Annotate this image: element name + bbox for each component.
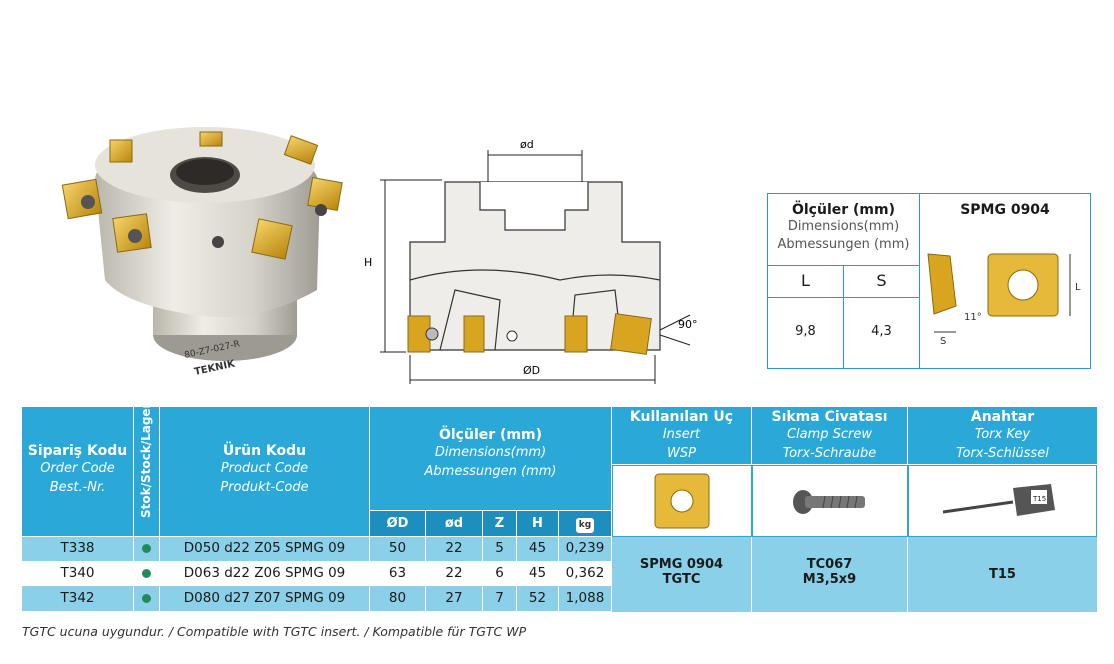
header-stock: Stok/Stock/Lager — [134, 403, 160, 537]
h-order: Sipariş Kodu — [27, 443, 128, 459]
table-row-order: T342 — [22, 587, 134, 612]
technical-drawing: ød H ØD 90° — [364, 138, 698, 384]
screw-image-cell — [752, 465, 908, 537]
fig-S: S — [940, 336, 946, 347]
compatibility-note: TGTC ucuna uygundur. / Compatible with T… — [22, 624, 527, 639]
h-insert-en: Insert — [662, 427, 701, 442]
col-Z: Z — [483, 511, 517, 537]
header-dims: Ölçüler (mm) Dimensions(mm) Abmessungen … — [370, 407, 612, 511]
table-row-stock — [134, 587, 160, 612]
screw-icon — [793, 490, 865, 514]
screw-code: TC067 — [806, 557, 853, 572]
screw-size: M3,5x9 — [802, 572, 857, 587]
col-L: L — [768, 266, 844, 298]
stock-available-icon — [142, 543, 151, 553]
h-key: Anahtar — [970, 409, 1035, 425]
insert-dimensions-box: Ölçüler (mm) Dimensions(mm) Abmessungen … — [767, 193, 1091, 369]
dims-title: Ölçüler (mm) — [791, 202, 895, 218]
D-label: ØD — [523, 364, 540, 377]
h-dims-en: Dimensions(mm) — [434, 445, 547, 460]
table-row-stock — [134, 562, 160, 587]
insert-figure: L S 11° — [927, 253, 1081, 347]
screw-code-cell: TC067 M3,5x9 — [752, 537, 908, 613]
insert-code-cell: SPMG 0904 TGTC — [612, 537, 752, 613]
h-screw: Sıkma Civatası — [771, 409, 888, 425]
fig-L: L — [1075, 282, 1081, 293]
key-code-cell: T15 — [908, 537, 1097, 613]
weight-icon: kg — [575, 518, 595, 533]
brand-logo: TEKNIK — [193, 358, 237, 378]
table-row-D: 80 — [370, 587, 426, 612]
dims-sub-en: Dimensions(mm) — [787, 219, 900, 234]
col-S: S — [844, 266, 920, 298]
table-row-Z: 6 — [483, 562, 517, 587]
angle-label: 90° — [678, 318, 698, 331]
col-H: H — [517, 511, 559, 537]
table-row-kg: 0,239 — [559, 537, 612, 562]
h-dims-de: Abmessungen (mm) — [424, 464, 557, 479]
table-row-order: T338 — [22, 537, 134, 562]
h-order-en: Order Code — [40, 461, 115, 476]
dims-sub-de: Abmessungen (mm) — [777, 237, 910, 252]
stock-available-icon — [142, 593, 151, 603]
table-row-product: D080 d27 Z07 SPMG 09 — [160, 587, 370, 612]
table-row-Z: 7 — [483, 587, 517, 612]
table-row-product: D050 d22 Z05 SPMG 09 — [160, 537, 370, 562]
table-row-stock — [134, 537, 160, 562]
h-product: Ürün Kodu — [222, 443, 307, 459]
stock-available-icon — [142, 568, 151, 578]
table-row-H: 52 — [517, 587, 559, 612]
col-d: ød — [426, 511, 483, 537]
h-insert-de: WSP — [667, 446, 696, 461]
h-insert: Kullanılan Uç — [629, 409, 734, 425]
table-row-d: 22 — [426, 537, 483, 562]
d-label: ød — [520, 138, 534, 151]
table-row-H: 45 — [517, 537, 559, 562]
col-D: ØD — [370, 511, 426, 537]
h-screw-en: Clamp Screw — [786, 427, 873, 442]
h-order-de: Best.-Nr. — [49, 480, 106, 495]
table-row-product: D063 d22 Z06 SPMG 09 — [160, 562, 370, 587]
h-stock: Stok/Stock/Lager — [138, 402, 153, 518]
table-row-Z: 5 — [483, 537, 517, 562]
insert-name: SPMG 0904 — [960, 202, 1050, 218]
fig-angle: 11° — [964, 312, 982, 323]
H-label: H — [364, 256, 372, 269]
insert-grade: TGTC — [662, 572, 701, 587]
header-screw: Sıkma Civatası Clamp Screw Torx-Schraube — [752, 407, 908, 465]
table-row-kg: 1,088 — [559, 587, 612, 612]
header-order: Sipariş Kodu Order Code Best.-Nr. — [22, 407, 134, 537]
table-row-D: 50 — [370, 537, 426, 562]
h-product-de: Produkt-Code — [220, 480, 309, 495]
insert-code: SPMG 0904 — [639, 557, 724, 572]
key-image-cell: T15 — [908, 465, 1097, 537]
val-S: 4,3 — [844, 298, 920, 368]
table-row-D: 63 — [370, 562, 426, 587]
cutter-photo: 80-Z7-027-R TEKNIK — [61, 127, 343, 378]
val-L: 9,8 — [768, 298, 844, 368]
insert-image-cell — [612, 465, 752, 537]
h-dims: Ölçüler (mm) — [438, 427, 542, 443]
insert-icon — [654, 473, 710, 529]
table-row-kg: 0,362 — [559, 562, 612, 587]
h-key-de: Torx-Schlüssel — [956, 446, 1049, 461]
h-screw-de: Torx-Schraube — [782, 446, 877, 461]
product-table: Sipariş Kodu Order Code Best.-Nr. Stok/S… — [22, 403, 1097, 614]
h-product-en: Product Code — [220, 461, 309, 476]
table-row-H: 45 — [517, 562, 559, 587]
table-row-order: T340 — [22, 562, 134, 587]
h-key-en: Torx Key — [974, 427, 1031, 442]
header-product: Ürün Kodu Product Code Produkt-Code — [160, 407, 370, 537]
key-tag: T15 — [1032, 495, 1046, 503]
header-insert: Kullanılan Uç Insert WSP — [612, 407, 752, 465]
header-key: Anahtar Torx Key Torx-Schlüssel — [908, 407, 1097, 465]
torx-key-icon: T15 — [942, 484, 1055, 516]
table-row-d: 22 — [426, 562, 483, 587]
table-row-d: 27 — [426, 587, 483, 612]
col-kg: kg — [559, 511, 612, 537]
